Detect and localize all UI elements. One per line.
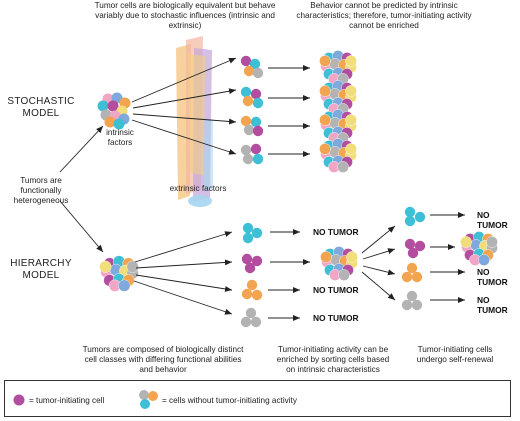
- tumor-cell: [320, 251, 332, 263]
- legend-initiating-icon: [13, 394, 25, 406]
- hierarchy-cell-group-gray: [240, 307, 262, 328]
- tumor-cell: [319, 114, 331, 126]
- no-tumor-label: NO TUMOR: [313, 313, 359, 323]
- hierarchy-cell-group-magenta: [241, 253, 263, 274]
- stochastic-cell-group: [240, 115, 264, 137]
- no-tumor-label: NO TUMOR: [477, 210, 508, 230]
- no-tumor-label: NO TUMOR: [313, 285, 359, 295]
- tumor-cell: [338, 269, 350, 281]
- extrinsic-factors-label: extrinsic factors: [169, 184, 227, 193]
- self-renewal-group-magenta: [404, 238, 426, 259]
- intrinsic-factors-label: intrinsic factors: [106, 128, 134, 147]
- tumor-cell: [319, 143, 331, 155]
- hierarchy-arrows: [133, 212, 465, 321]
- tumor-cell: [118, 279, 131, 292]
- self-renewal-group-cyan: [404, 206, 426, 227]
- stochastic-cell-group: [240, 55, 264, 79]
- tumor-cell: [337, 161, 349, 173]
- tumor-cell: [478, 254, 490, 266]
- self-renewal-group-orange: [401, 262, 423, 283]
- hierarchy-cell-group-orange: [241, 279, 263, 301]
- stochastic-cell-group: [240, 143, 264, 165]
- tumor-cell: [126, 260, 139, 273]
- tumor-cell: [346, 251, 358, 263]
- hierarchy-middle-tumor: [320, 246, 358, 281]
- tumor-cell: [345, 55, 357, 67]
- tumor-cell: [319, 55, 331, 67]
- tumor-cell: [345, 143, 357, 155]
- hierarchy-model-label: HIERARCHY MODEL: [10, 258, 72, 281]
- stochastic-behavior-caption: Behavior cannot be predicted by intrinsi…: [296, 1, 472, 30]
- self-renewal-caption: Tumor-initiating cells undergo self-rene…: [416, 345, 494, 364]
- stochastic-tumor-cluster: [97, 92, 131, 130]
- hierarchy-classes-caption: Tumors are composed of biologically dist…: [82, 345, 244, 374]
- no-tumor-label: NO TUMOR: [477, 295, 508, 315]
- tumor-cell: [99, 260, 112, 273]
- tumors-heterogeneous-label: Tumors are functionally heterogeneous: [13, 176, 69, 205]
- legend-initiating-label: = tumor-initiating cell: [29, 396, 105, 405]
- hierarchy-tumor-cluster: [99, 255, 139, 292]
- stochastic-cells-caption: Tumor cells are biologically equivalent …: [94, 1, 276, 30]
- extrinsic-factor-bars: [176, 36, 213, 207]
- stochastic-cell-group: [240, 86, 264, 109]
- legend-box: [4, 380, 511, 417]
- tumor-cell: [460, 236, 472, 248]
- stochastic-result-tumors: [319, 50, 357, 173]
- legend-non-initiating-icon: [139, 390, 158, 409]
- hierarchy-cell-group-cyan: [242, 222, 263, 244]
- tumor-cell: [345, 114, 357, 126]
- tumor-cell: [319, 85, 331, 97]
- self-renewal-tumor: [460, 231, 498, 266]
- legend-non-initiating-label: = cells without tumor-initiating activit…: [162, 396, 297, 405]
- enrichment-caption: Tumor-initiating activity can be enriche…: [276, 345, 390, 374]
- self-renewal-group-gray: [401, 290, 423, 311]
- stochastic-model-label: STOCHASTIC MODEL: [7, 96, 75, 119]
- no-tumor-label: NO TUMOR: [477, 267, 508, 287]
- arrow-to-hierarchy: [59, 200, 104, 253]
- arrow-to-stochastic: [59, 125, 104, 173]
- stochastic-arrows: [131, 57, 310, 157]
- tumor-cell: [486, 236, 498, 248]
- tumor-cell: [345, 85, 357, 97]
- no-tumor-label: NO TUMOR: [313, 227, 359, 237]
